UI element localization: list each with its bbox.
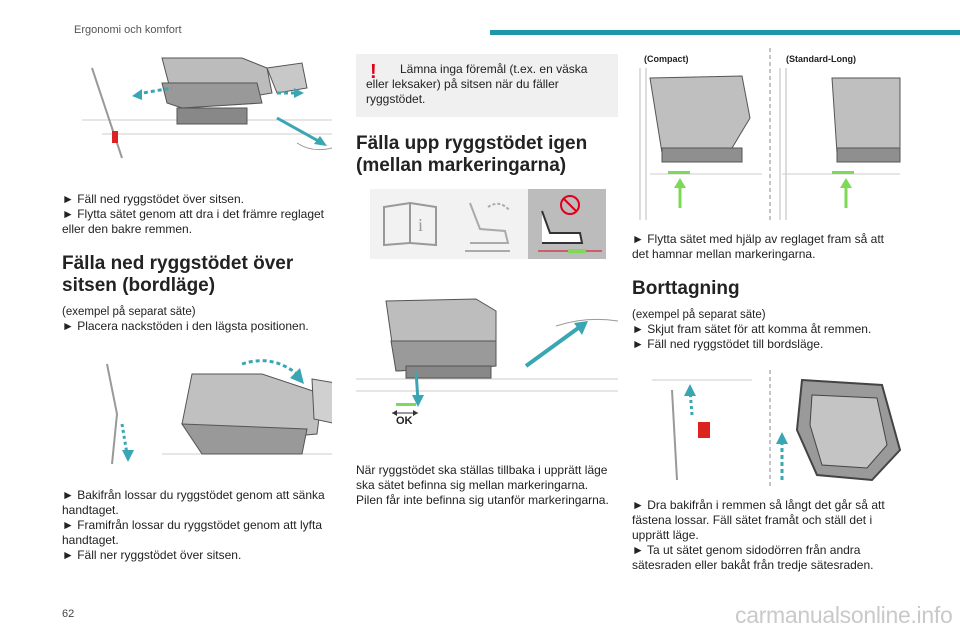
step-text: ► Dra bakifrån i remmen så långt det går… — [632, 498, 885, 542]
watermark: carmanualsonline.info — [735, 602, 953, 628]
step-text: ► Bakifrån lossar du ryggstödet genom at… — [62, 488, 325, 517]
section-heading: Fälla upp ryggstödet igen (mellan marker… — [356, 133, 588, 176]
warning-box: ! Lämna inga föremål (t.ex. en väska ell… — [356, 54, 618, 117]
step-text: ► Fäll ner ryggstödet över sitsen. — [62, 548, 242, 562]
seat-fold-icon — [465, 202, 511, 252]
figure-pictograms: i — [370, 189, 606, 259]
warning-icon: ! — [370, 61, 377, 83]
body-paragraph: När ryggstödet ska ställas tillbaka i up… — [356, 463, 609, 507]
column-3: (Compact) (Standard-Long) ► Flytta sätet… — [632, 48, 902, 573]
step-text: ► Ta ut sätet genom sidodörren från andr… — [632, 543, 874, 572]
step-text: ► Placera nackstöden i den lägsta positi… — [62, 319, 309, 333]
header-accent-bar — [490, 30, 960, 35]
figure-label-standard-long: (Standard-Long) — [786, 54, 856, 64]
warning-text: Lämna inga föremål (t.ex. en väska eller… — [366, 62, 588, 106]
book-icon: i — [383, 201, 437, 247]
step-text: ► Flytta sätet genom att dra i det främr… — [62, 207, 324, 236]
figure-backrest-fold — [82, 354, 334, 472]
step-text: ► Fäll ned ryggstödet till bordsläge. — [632, 337, 824, 351]
page-number: 62 — [62, 608, 75, 620]
step-text: ► Flytta sätet med hjälp av reglaget fra… — [632, 232, 884, 261]
figure-seat-removal — [632, 370, 902, 488]
step-text: ► Framifrån lossar du ryggstödet genom a… — [62, 518, 322, 547]
section-heading: Fälla ned ryggstödet över sitsen (bordlä… — [62, 253, 294, 296]
example-note: (exempel på separat säte) — [62, 306, 196, 318]
step-text: ► Skjut fram sätet för att komma åt remm… — [632, 322, 872, 336]
step-text: ► Fäll ned ryggstödet över sitsen. — [62, 192, 244, 206]
section-heading: Borttagning — [632, 278, 740, 299]
no-objects-icon — [538, 195, 602, 253]
figure-seat-markings: OK — [356, 281, 618, 431]
figure-compact-standard: (Compact) (Standard-Long) — [632, 48, 902, 220]
column-1: ► Fäll ned ryggstödet över sitsen. ► Fly… — [62, 48, 334, 563]
section-title: Ergonomi och komfort — [74, 24, 182, 36]
column-2: ! Lämna inga föremål (t.ex. en väska ell… — [356, 48, 618, 508]
figure-label-compact: (Compact) — [644, 54, 689, 64]
figure-seat-slide — [82, 48, 334, 166]
svg-text:i: i — [418, 215, 423, 235]
example-note: (exempel på separat säte) — [632, 309, 766, 321]
ok-label: OK — [396, 415, 413, 427]
